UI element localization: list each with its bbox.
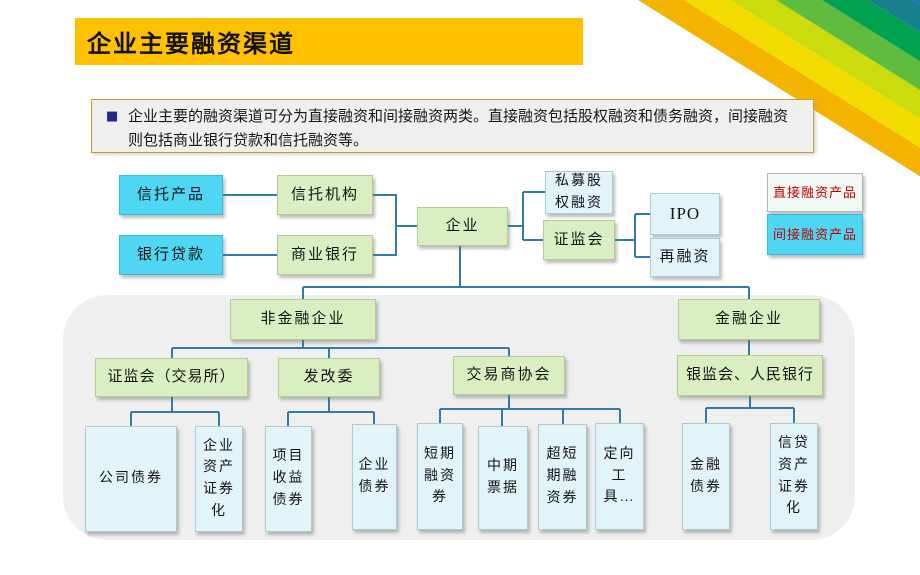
node-enterprise: 企业 <box>417 207 508 246</box>
intro-box: ■企业主要的融资渠道可分为直接融资和间接融资两类。直接融资包括股权融资和债务融资… <box>91 99 814 153</box>
node-financial-enterprise: 金融企业 <box>678 299 820 340</box>
page-title: 企业主要融资渠道 <box>87 32 295 58</box>
node-enterprise-bond: 企业债券 <box>352 424 397 530</box>
node-short-term-cp: 短期融资券 <box>417 423 463 530</box>
node-mtn: 中期票据 <box>478 426 528 530</box>
legend-indirect-financing-product: 间接融资产品 <box>767 214 863 255</box>
node-non-financial-enterprise: 非金融企业 <box>230 299 376 340</box>
node-bank-loan: 银行贷款 <box>119 235 223 275</box>
node-ndrc: 发改委 <box>278 358 380 397</box>
node-trust-institution: 信托机构 <box>277 175 373 215</box>
intro-text: ■企业主要的融资渠道可分为直接融资和间接融资两类。直接融资包括股权融资和债务融资… <box>106 105 801 153</box>
corner-stripes-decoration <box>638 0 920 177</box>
legend-direct-financing-product: 直接融资产品 <box>767 173 863 212</box>
node-credit-abs: 信贷资产证券化 <box>770 423 818 530</box>
node-private-equity: 私募股权融资 <box>545 171 613 214</box>
bullet-square-icon: ■ <box>106 109 119 124</box>
node-enterprise-abs: 企业资产证券化 <box>195 426 243 532</box>
node-refinancing: 再融资 <box>650 238 720 277</box>
title-bar: 企业主要融资渠道 <box>75 18 583 65</box>
node-dealers-association: 交易商协会 <box>453 356 565 395</box>
node-financial-bond: 金融债券 <box>682 423 730 530</box>
node-csrc: 证监会 <box>543 220 615 260</box>
node-ipo: IPO <box>650 193 720 235</box>
node-project-revenue-bond: 项目收益债券 <box>265 426 312 532</box>
node-corporate-bond: 公司债券 <box>85 426 177 532</box>
node-commercial-bank: 商业银行 <box>277 235 373 275</box>
node-cbrc-pboc: 银监会、人民银行 <box>677 355 823 396</box>
node-csrc-exchange: 证监会（交易所） <box>95 358 248 397</box>
node-trust-product: 信托产品 <box>119 175 223 215</box>
node-super-short-cp: 超短期融资券 <box>538 424 587 530</box>
node-ppn: 定向工具… <box>595 423 644 530</box>
